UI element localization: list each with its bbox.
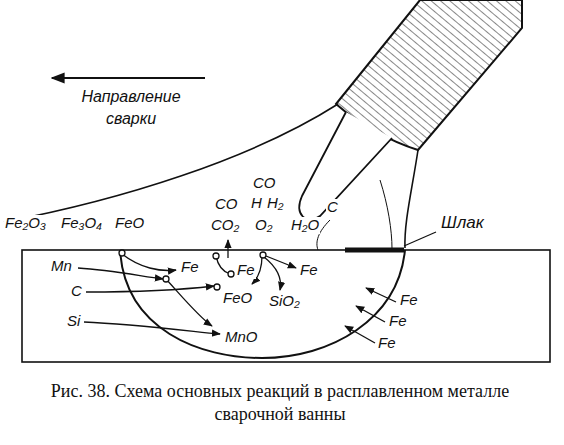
chemical-formula: C <box>70 283 83 300</box>
reaction-dot <box>228 271 234 277</box>
chemical-formula: FeO <box>222 290 253 307</box>
chemical-formula: H <box>250 195 263 212</box>
chemical-formula: C <box>326 199 339 216</box>
chemical-formula: Mn <box>50 258 73 275</box>
reaction-arrow <box>122 254 176 270</box>
reaction-arrow <box>345 326 375 343</box>
direction-label: Направление сварки <box>60 86 202 129</box>
reaction-arrow <box>86 286 214 292</box>
base-plate <box>22 250 550 362</box>
reaction-arrow <box>78 268 163 279</box>
chemical-formula: FeO <box>114 215 145 232</box>
chemical-formula: CO <box>252 175 277 192</box>
chemical-formula: Fe <box>236 262 256 279</box>
chemical-formula: Fe₂O₃ <box>4 215 47 232</box>
chemical-formula: MnO <box>224 329 259 346</box>
slag-layer <box>345 248 404 253</box>
reaction-arrow <box>366 288 396 302</box>
weld-pool <box>120 250 405 358</box>
reaction-dot <box>213 253 219 259</box>
chemical-formula: Fe <box>299 262 319 279</box>
chemical-formula: Si <box>66 313 81 330</box>
reaction-arrow <box>227 240 228 258</box>
reaction-arrow <box>266 256 296 268</box>
torch-cone <box>299 112 392 220</box>
gas-envelope <box>405 150 418 248</box>
reaction-arrow <box>264 257 280 290</box>
direction-arrow <box>52 77 205 79</box>
chemical-formula: Fe <box>388 313 408 330</box>
reaction-dot <box>260 252 266 258</box>
reaction-arrow <box>356 306 385 322</box>
flame-line <box>380 180 392 249</box>
reaction-arrow <box>166 279 212 326</box>
reaction-dot <box>119 250 125 256</box>
chemical-formula: Fe <box>377 335 397 352</box>
reaction-arrow <box>84 322 220 334</box>
chemical-formula: CO₂ <box>210 217 240 234</box>
chemical-formula: CO <box>214 196 239 213</box>
chemical-formula: Fe <box>399 292 419 309</box>
slag-leader <box>404 232 436 246</box>
reaction-dot <box>163 276 169 282</box>
chemical-formula: Fe <box>180 259 200 276</box>
reaction-dot <box>214 284 220 290</box>
chemical-formula: H₂ <box>266 195 285 212</box>
chemical-formula: H₂O <box>290 217 320 234</box>
chemical-formula: Fe₃O₄ <box>60 215 103 232</box>
chemical-formula: O₂ <box>254 217 273 234</box>
figure-caption: Рис. 38. Схема основных реакций в распла… <box>30 380 530 425</box>
chemical-formula: SiO₂ <box>268 293 301 310</box>
slag-label: Шлак <box>440 214 485 233</box>
